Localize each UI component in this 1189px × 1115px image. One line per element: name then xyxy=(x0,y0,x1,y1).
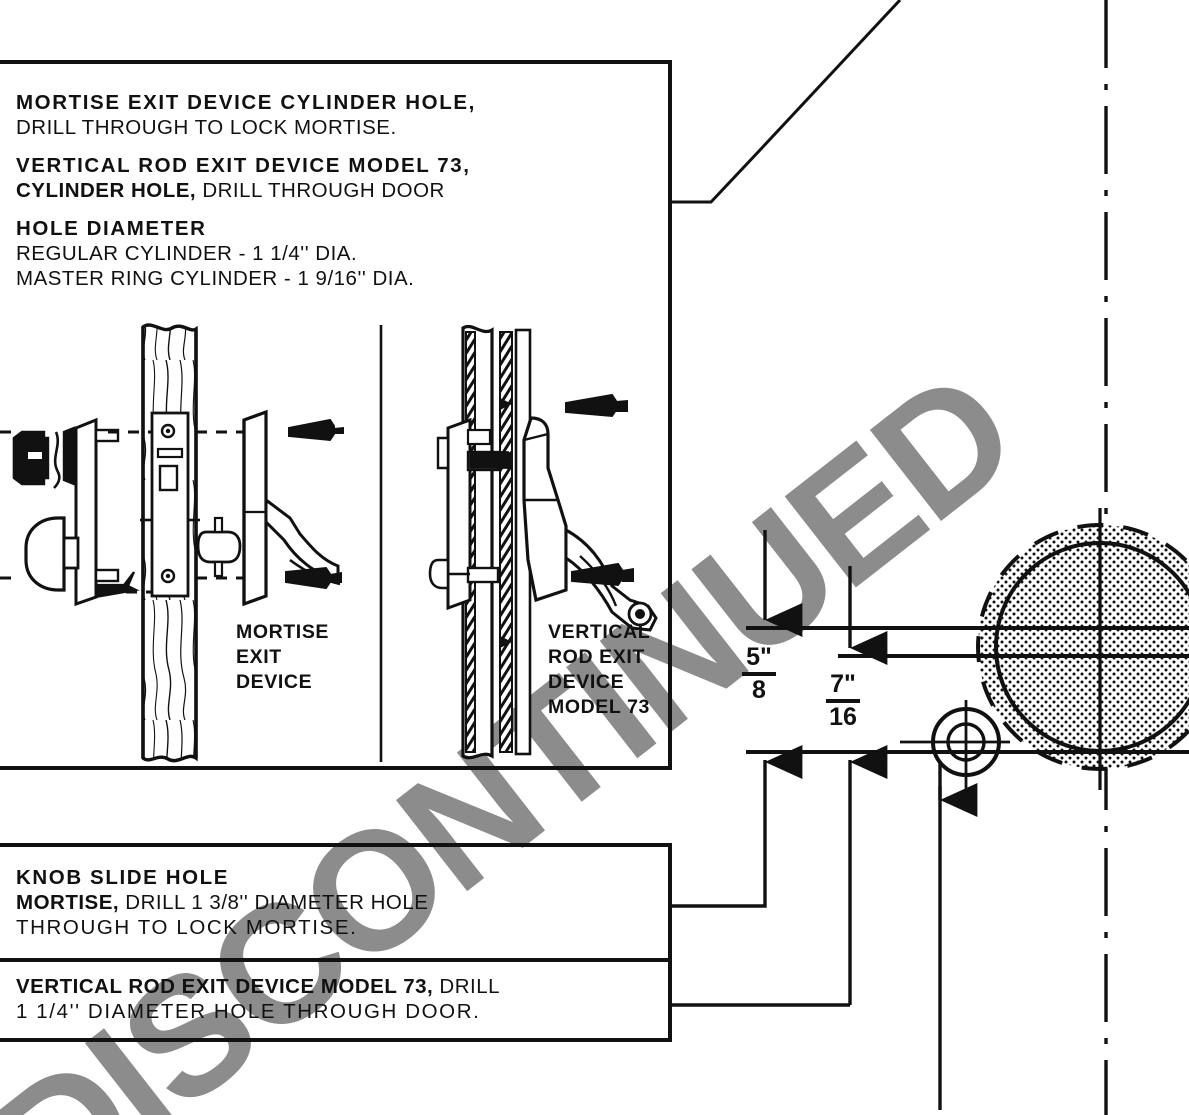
mortise-lock-case xyxy=(140,411,200,598)
callout-line-master-ring-dia: MASTER RING CYLINDER - 1 9/16'' DIA. xyxy=(16,267,415,290)
callout-span-drill-through-door: DRILL THROUGH DOOR xyxy=(196,179,445,202)
dimension-7-16-fraction-bar xyxy=(826,699,860,703)
key-cylinder xyxy=(12,430,50,486)
mortise-exit-device-exploded-view xyxy=(0,323,344,763)
callout-vertical-rod-hole: VERTICAL ROD EXIT DEVICE MODEL 73, DRILL… xyxy=(0,960,670,1040)
callout-box-cylinder-hole-outline xyxy=(0,60,672,770)
cylinder-cam xyxy=(53,426,76,489)
dimension-5-8-fraction-bar xyxy=(742,672,776,676)
callout-line-regular-cylinder-dia: REGULAR CYLINDER - 1 1/4'' DIA. xyxy=(16,242,358,265)
callout-line-mortise-bold: MORTISE EXIT DEVICE CYLINDER HOLE, xyxy=(16,91,476,114)
mounting-screw-upper xyxy=(288,418,344,442)
dimension-label-5-8: 5" 8 xyxy=(742,645,776,703)
vertical-rod-exit-device-exploded-view xyxy=(428,325,658,760)
callout-line-vrod-hole-dia: 1 1/4'' DIAMETER HOLE THROUGH DOOR. xyxy=(16,1000,481,1023)
callout-paragraph-vertical-rod-cylinder: VERTICAL ROD EXIT DEVICE MODEL 73, CYLIN… xyxy=(16,153,670,203)
dimension-7-16-numerator: 7 xyxy=(830,670,845,698)
callout-span-cylinder-hole-bold: CYLINDER HOLE, xyxy=(16,179,197,202)
dimension-label-7-16: 7" 16 xyxy=(826,672,860,730)
leader-line-knob-slide xyxy=(669,762,767,908)
callout-paragraph-mortise-cylinder: MORTISE EXIT DEVICE CYLINDER HOLE, DRILL… xyxy=(16,90,670,140)
dimension-7-16-inch-mark: " xyxy=(844,670,856,698)
dimension-7-16-denominator: 16 xyxy=(829,703,857,731)
callout-span-vrod-model-73-bold: VERTICAL ROD EXIT DEVICE MODEL 73, xyxy=(16,975,434,998)
callout-span-drill-1-3-8: DRILL 1 3/8'' DIAMETER HOLE xyxy=(119,891,429,914)
vertical-rod-screw-upper xyxy=(565,393,628,418)
callout-box-vertical-rod-outline xyxy=(0,958,672,1042)
leader-line-cylinder-hole xyxy=(669,0,902,204)
callout-line-knob-slide-heading: KNOB SLIDE HOLE xyxy=(16,866,230,889)
callout-line-hole-diameter-heading: HOLE DIAMETER xyxy=(16,217,207,240)
door-knob xyxy=(24,516,80,592)
callout-cylinder-hole: MORTISE EXIT DEVICE CYLINDER HOLE, DRILL… xyxy=(0,62,670,768)
vertical-rod-screw-middle xyxy=(469,451,513,469)
callout-span-mortise-bold: MORTISE, xyxy=(16,891,120,914)
leader-line-vertical-rod xyxy=(669,762,852,1007)
caption-vertical-rod-exit-device: VERTICAL ROD EXIT DEVICE MODEL 73 xyxy=(548,621,651,718)
callout-line-mortise-plain: DRILL THROUGH TO LOCK MORTISE. xyxy=(16,116,397,139)
mounting-screw-lower xyxy=(285,566,342,590)
spindle-hub xyxy=(196,516,242,578)
callout-line-vrod-bold: VERTICAL ROD EXIT DEVICE MODEL 73, xyxy=(16,154,471,177)
dimension-5-8-denominator: 8 xyxy=(752,676,766,704)
dimension-5-8-inch-mark: " xyxy=(760,643,772,671)
callout-line-knob-slide-mortise: MORTISE, DRILL 1 3/8'' DIAMETER HOLE xyxy=(16,890,670,915)
knob-slide-hole-circles xyxy=(900,700,1010,795)
caption-mortise-exit-device: MORTISE EXIT DEVICE xyxy=(236,621,330,693)
callout-span-drill: DRILL xyxy=(433,975,501,998)
callout-line-knob-slide-through: THROUGH TO LOCK MORTISE. xyxy=(16,916,358,939)
callout-line-vrod-hole-mixed: VERTICAL ROD EXIT DEVICE MODEL 73, DRILL xyxy=(16,974,670,999)
exit-device-chassis xyxy=(242,409,341,607)
callout-knob-slide-hole: KNOB SLIDE HOLE MORTISE, DRILL 1 3/8'' D… xyxy=(0,845,670,960)
callout-line-vrod-mixed: CYLINDER HOLE, DRILL THROUGH DOOR xyxy=(16,178,670,203)
callout-paragraph-hole-diameter: HOLE DIAMETER REGULAR CYLINDER - 1 1/4''… xyxy=(16,216,670,291)
dimension-5-8-numerator: 5 xyxy=(746,643,761,671)
pushbar-housing xyxy=(522,416,568,603)
vertical-rod-screw-lower xyxy=(571,562,634,587)
hole-layout-plan xyxy=(746,0,1189,1115)
alignment-dashed-lines xyxy=(0,430,244,594)
